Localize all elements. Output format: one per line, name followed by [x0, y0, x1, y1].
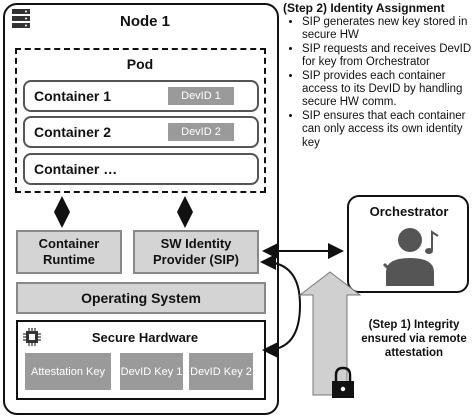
conductor-icon	[376, 224, 444, 286]
devid-key-2: DevID Key 2	[189, 353, 253, 390]
secure-hardware-title: Secure Hardware	[91, 330, 199, 345]
secure-hardware-box	[16, 320, 266, 400]
step2-bullet: SIP requests and receives DevID for key …	[302, 43, 472, 70]
step2-title: (Step 2) Identity Assignment	[283, 1, 445, 15]
orchestrator-box	[347, 195, 469, 293]
pod-title: Pod	[126, 56, 154, 72]
server-icon	[10, 8, 32, 30]
lock-icon	[332, 366, 354, 398]
pod-box	[15, 48, 266, 193]
step2-bullet: SIP ensures that each container can only…	[302, 110, 472, 150]
operating-system-box: Operating System	[16, 282, 266, 314]
step2-list: SIP generates new key stored in secure H…	[288, 16, 472, 150]
devid-tag: DevID 1	[168, 87, 234, 105]
container-label: Container 2	[34, 124, 112, 140]
sip-box: SW Identity Provider (SIP)	[133, 230, 259, 274]
attestation-arrow	[298, 271, 362, 396]
container-label: Container …	[34, 161, 118, 177]
container-more: Container …	[23, 153, 259, 185]
step2-bullet: SIP provides each container access to it…	[302, 70, 472, 110]
node-title: Node 1	[119, 13, 170, 30]
container-2: Container 2 DevID 2	[23, 116, 259, 148]
chip-icon	[22, 327, 42, 347]
node-box	[3, 3, 279, 415]
step2-bullet: SIP generates new key stored in secure H…	[302, 16, 472, 43]
devid-key-1: DevID Key 1	[120, 353, 183, 390]
container-label: Container 1	[34, 88, 112, 104]
container-1: Container 1 DevID 1	[23, 80, 259, 112]
sip-secure-hw-arrow	[260, 254, 302, 358]
step1-label: (Step 1) Integrity ensured via remote at…	[361, 319, 467, 359]
devid-tag: DevID 2	[168, 123, 234, 141]
attestation-key: Attestation Key	[25, 353, 111, 390]
orchestrator-title: Orchestrator	[369, 204, 449, 219]
container-runtime-box: Container Runtime	[16, 230, 122, 274]
